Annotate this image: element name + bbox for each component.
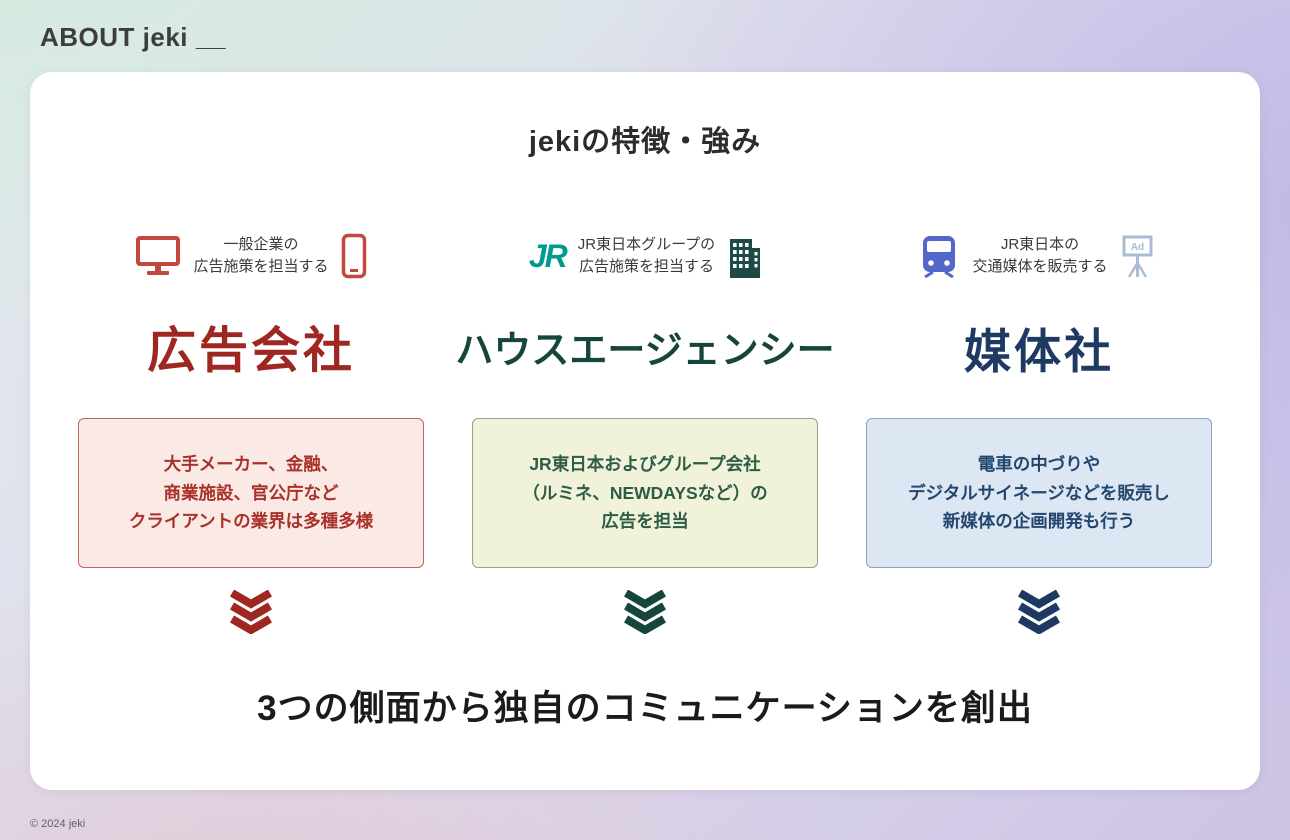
box-line: 電車の中づりや <box>977 453 1101 474</box>
billboard-icon: Ad <box>1120 233 1160 279</box>
tagline-line: 広告施策を担当する <box>193 258 329 275</box>
tagline-line: 広告施策を担当する <box>578 258 714 275</box>
box-line: デジタルサイネージなどを販売し <box>908 482 1170 503</box>
tagline-line: 交通媒体を販売する <box>972 258 1108 275</box>
column-media-company: JR東日本の 交通媒体を販売する Ad 媒体社 <box>866 224 1212 635</box>
jr-logo-icon: JR <box>528 237 568 274</box>
description-box: 電車の中づりや デジタルサイネージなどを販売し 新媒体の企画開発も行う <box>866 418 1212 568</box>
icon-row: JR JR東日本グループの 広告施策を担当する <box>529 224 761 288</box>
description-box: 大手メーカー、金融、 商業施設、官公庁など クライアントの業界は多種多様 <box>78 418 424 568</box>
chevron-down-icon <box>621 589 669 635</box>
heading-wrap: ハウスエージェンシー <box>455 316 834 386</box>
about-heading-text: ABOUT jeki <box>40 22 189 52</box>
icon-row: 一般企業の 広告施策を担当する <box>135 224 366 288</box>
tagline-line: JR東日本の <box>1000 235 1080 253</box>
chevron-down-icon <box>227 589 275 635</box>
conclusion-text: 3つの側面から独自のコミュニケーションを創出 <box>257 689 1033 728</box>
billboard-ad-label: Ad <box>1130 242 1143 253</box>
column-tagline: JR東日本の 交通媒体を販売する <box>972 234 1107 279</box>
box-line: 広告を担当 <box>601 511 689 532</box>
description-box: JR東日本およびグループ会社 （ルミネ、NEWDAYSなど）の 広告を担当 <box>472 418 818 568</box>
column-heading: 広告会社 <box>146 323 355 378</box>
building-icon <box>727 234 761 278</box>
about-heading: ABOUT jeki __ <box>40 22 226 53</box>
monitor-icon <box>135 235 181 277</box>
smartphone-icon <box>341 233 367 279</box>
card-title: jekiの特徴・強み <box>528 126 762 158</box>
box-line: （ルミネ、NEWDAYSなど）の <box>522 482 768 503</box>
icon-row: JR東日本の 交通媒体を販売する Ad <box>918 224 1159 288</box>
box-line: 商業施設、官公庁など <box>163 482 339 503</box>
tagline-line: 一般企業の <box>223 235 299 253</box>
box-line: 大手メーカー、金融、 <box>163 453 339 474</box>
column-tagline: 一般企業の 広告施策を担当する <box>193 234 328 279</box>
box-line: クライアントの業界は多種多様 <box>128 511 374 532</box>
heading-wrap: 広告会社 <box>147 316 355 386</box>
column-heading: ハウスエージェンシー <box>455 330 835 372</box>
box-line: JR東日本およびグループ会社 <box>529 453 761 474</box>
heading-underscore: __ <box>196 22 226 52</box>
column-tagline: JR東日本グループの 広告施策を担当する <box>578 234 715 279</box>
column-house-agency: JR JR東日本グループの 広告施策を担当する <box>455 224 835 635</box>
heading-wrap: 媒体社 <box>964 316 1114 386</box>
chevron-down-icon <box>1015 589 1063 635</box>
box-line: 新媒体の企画開発も行う <box>942 511 1136 532</box>
train-icon <box>918 234 960 278</box>
content-card: jekiの特徴・強み 一般企業の 広告施策を担当する <box>30 72 1260 790</box>
copyright: © 2024 jeki <box>30 818 86 830</box>
tagline-line: JR東日本グループの <box>577 235 716 253</box>
column-heading: 媒体社 <box>964 324 1114 378</box>
column-ad-agency: 一般企業の 広告施策を担当する 広告会社 大手メーカー、金融、 商 <box>78 224 424 635</box>
columns: 一般企業の 広告施策を担当する 広告会社 大手メーカー、金融、 商 <box>30 224 1260 635</box>
